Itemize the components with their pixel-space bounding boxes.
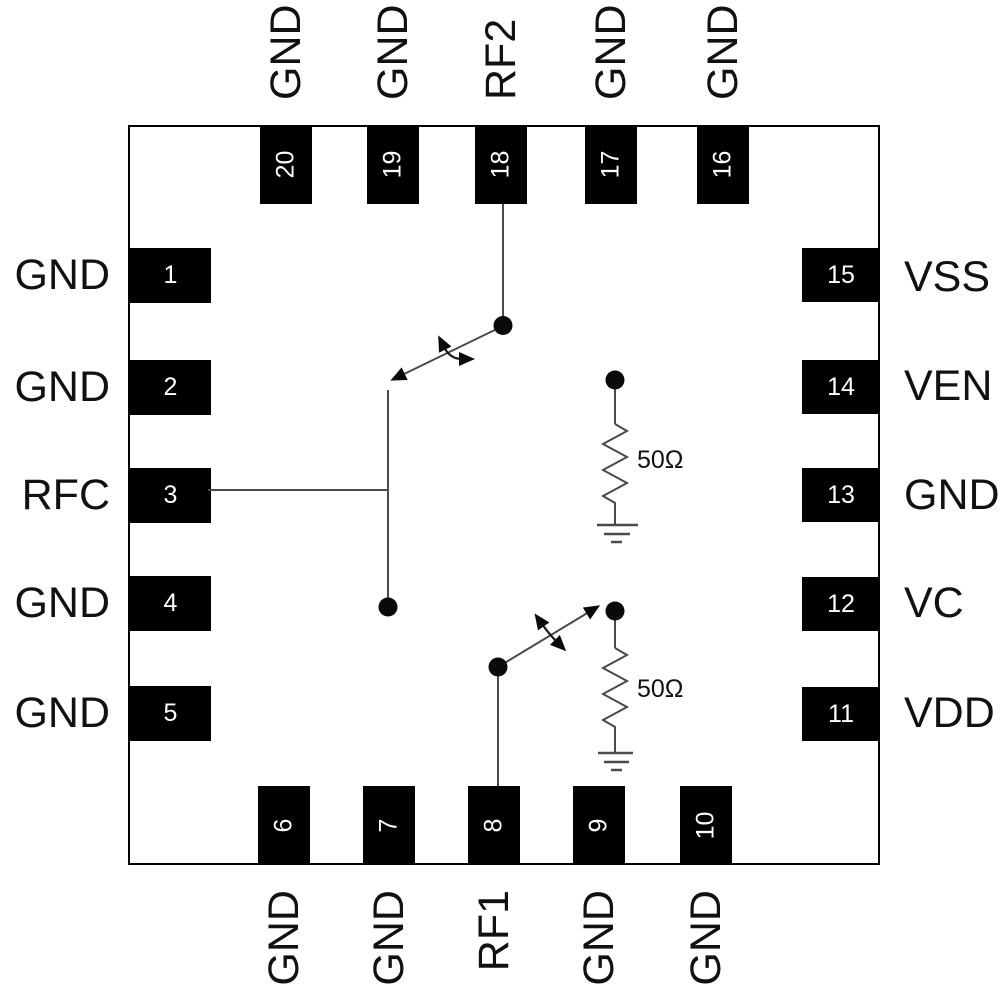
pin-12: 12 [802, 577, 880, 631]
connection-node-term-bottom [605, 601, 625, 621]
pin-11: 11 [802, 687, 880, 741]
pin-1-number: 1 [163, 261, 178, 289]
pin-label-14: VEN [904, 362, 993, 410]
termination-resistor-bottom [598, 611, 633, 772]
pin-14-number: 14 [827, 372, 855, 401]
rf2-switch-branch [390, 204, 504, 381]
pin-5: 5 [130, 686, 211, 741]
pin-13: 13 [802, 468, 880, 522]
pin-18: 18 [475, 125, 527, 204]
pin-8: 8 [468, 786, 520, 865]
pin-6: 6 [258, 786, 310, 865]
pin-label-12: VC [904, 579, 964, 627]
pin-16: 16 [697, 125, 749, 204]
rf1-switch-branch [497, 605, 601, 786]
toggle-motion-arrow-bottom [534, 613, 567, 652]
pin-label-15: VSS [904, 253, 991, 301]
pin-label-13: GND [904, 471, 1000, 519]
pin-11-number: 11 [828, 699, 854, 728]
resistor-zigzag-bottom [600, 647, 630, 753]
pin-9: 9 [573, 786, 625, 865]
pin-1: 1 [130, 248, 211, 303]
termination-resistor-top [597, 380, 638, 544]
pin-label-4: GND [14, 579, 110, 627]
ground-symbol-bottom [598, 751, 633, 772]
ground-symbol-top [597, 523, 638, 544]
toggle-motion-arrow-top [438, 335, 475, 366]
connection-node-rf2 [493, 316, 513, 335]
pin-label-1: GND [14, 251, 110, 299]
pin-7: 7 [363, 786, 415, 865]
pin-3-number: 3 [163, 481, 178, 509]
pin-label-11: VDD [904, 689, 995, 737]
pin-14: 14 [802, 360, 880, 414]
pin-12-number: 12 [827, 589, 855, 618]
pin-20: 20 [260, 125, 312, 204]
pin-label-2: GND [14, 363, 110, 411]
pin-5-number: 5 [163, 699, 178, 727]
pin-19: 19 [367, 125, 419, 204]
spdt-switch-arm-arrow-top [390, 325, 504, 381]
rfc-bus [208, 390, 389, 607]
pin-2-number: 2 [163, 373, 178, 401]
connection-node-term-top [605, 370, 625, 390]
resistor-zigzag-top [600, 423, 630, 525]
pin-10: 10 [680, 786, 732, 865]
pin-15: 15 [802, 248, 880, 302]
pin-17: 17 [585, 125, 637, 204]
pin-label-5: GND [14, 689, 110, 737]
pin-15-number: 15 [827, 260, 855, 289]
resistor-value-label-top: 50Ω [637, 446, 684, 474]
connection-node-rf1 [488, 657, 508, 677]
resistor-value-label-bottom: 50Ω [637, 675, 684, 703]
pin-4-number: 4 [163, 589, 178, 617]
connection-node-rfc-bottom [378, 597, 398, 617]
pin-label-3: RFC [21, 471, 110, 519]
pin-13-number: 13 [827, 480, 855, 509]
pin-3: 3 [130, 468, 211, 523]
pin-4: 4 [130, 576, 211, 631]
pin-2: 2 [130, 360, 211, 415]
spdt-switch-arm-arrow-bottom [497, 605, 601, 668]
